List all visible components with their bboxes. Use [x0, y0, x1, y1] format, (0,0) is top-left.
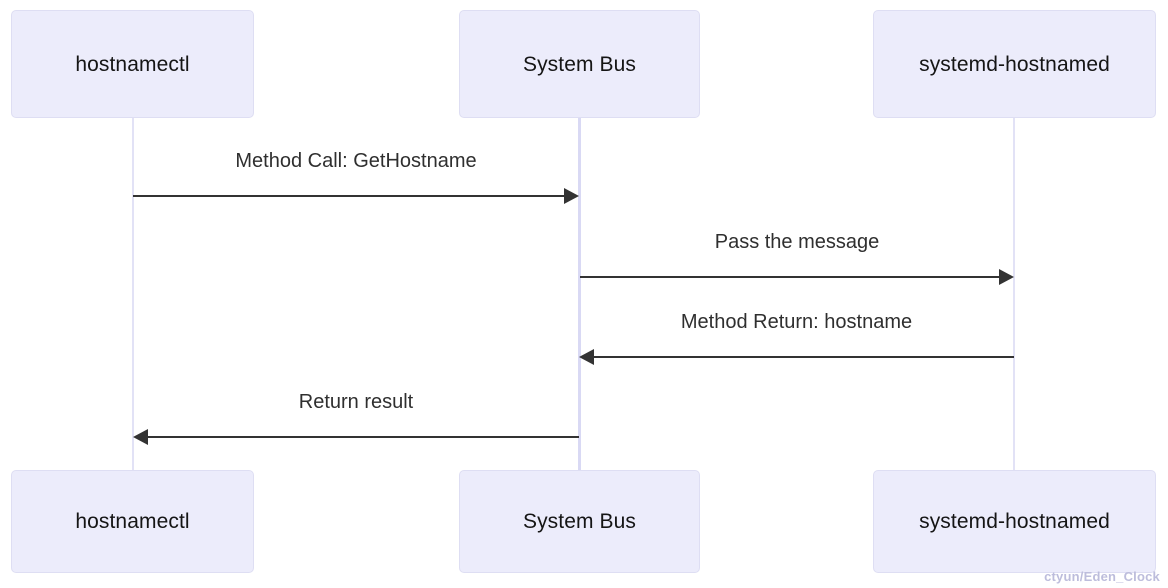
message-line-1 — [133, 195, 564, 197]
message-label-1: Method Call: GetHostname — [235, 150, 477, 172]
participant-box-systemd-hostnamed-top[interactable]: systemd-hostnamed — [873, 10, 1156, 118]
message-line-2 — [580, 276, 999, 278]
participant-label: hostnamectl — [75, 510, 190, 533]
participant-label: systemd-hostnamed — [919, 52, 1110, 76]
participant-label: System Bus — [522, 510, 637, 533]
participant-box-system-bus-bottom[interactable]: System Bus — [459, 470, 700, 573]
message-label-2: Pass the message — [714, 231, 880, 253]
message-arrowhead-right-2 — [999, 269, 1014, 285]
lifeline-hostnamectl — [132, 118, 134, 470]
participant-label: System Bus — [522, 52, 637, 76]
message-label-4: Return result — [298, 391, 414, 413]
message-line-4 — [148, 436, 579, 438]
message-arrowhead-left-3 — [579, 349, 594, 365]
message-line-3 — [594, 356, 1014, 358]
participant-label: systemd-hostnamed — [919, 510, 1110, 533]
participant-box-systemd-hostnamed-bottom[interactable]: systemd-hostnamed — [873, 470, 1156, 573]
lifeline-systemd-hostnamed — [1013, 118, 1015, 470]
watermark: ctyun/Eden_Clock — [1044, 569, 1160, 584]
message-arrowhead-left-4 — [133, 429, 148, 445]
participant-label: hostnamectl — [75, 52, 190, 76]
participant-box-hostnamectl-top[interactable]: hostnamectl — [11, 10, 254, 118]
lifeline-system-bus — [578, 118, 581, 470]
message-label-3: Method Return: hostname — [680, 311, 913, 333]
participant-box-hostnamectl-bottom[interactable]: hostnamectl — [11, 470, 254, 573]
message-arrowhead-right-1 — [564, 188, 579, 204]
participant-box-system-bus-top[interactable]: System Bus — [459, 10, 700, 118]
